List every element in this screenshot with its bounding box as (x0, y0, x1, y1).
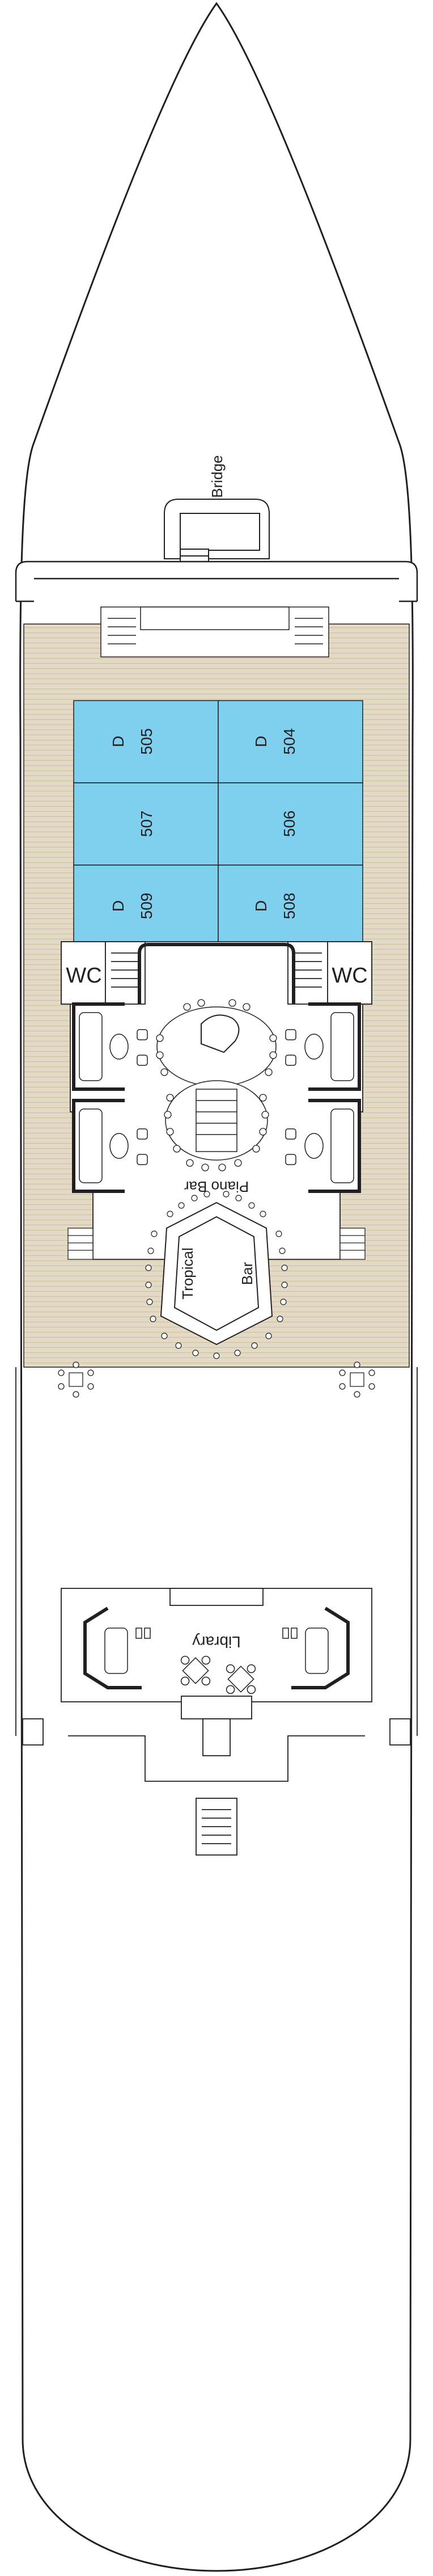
cabin-label: 508 (281, 893, 298, 920)
lounge-bold-outline (138, 943, 295, 1004)
cabin-504[interactable] (218, 700, 363, 783)
wc-label-left: WC (66, 964, 101, 988)
library-furniture (104, 1628, 329, 1694)
deck-tables (58, 1361, 375, 1398)
cabins (73, 700, 363, 948)
cabin-label: 506 (281, 811, 298, 837)
cabin-509[interactable] (73, 865, 219, 948)
cabin-label: D (109, 736, 127, 747)
lounge-sofas (79, 1012, 354, 1183)
wc-label-right: WC (332, 964, 367, 988)
bridge-wings (15, 560, 418, 602)
cabin-label: D (252, 900, 270, 912)
upper-stairs (100, 606, 329, 657)
cabin-506[interactable] (218, 782, 363, 866)
cabin-label: 504 (281, 728, 298, 755)
piano-area (156, 1006, 277, 1161)
cabin-507[interactable] (73, 782, 219, 866)
piano-bar-label: Piano Bar (184, 1178, 249, 1195)
library-label: Library (192, 1633, 241, 1651)
piano-icon (201, 1014, 240, 1053)
bar-label: Bar (239, 1262, 256, 1285)
tropical-label: Tropical (179, 1247, 196, 1300)
cabin-508[interactable] (218, 865, 363, 948)
side-stairs (67, 1228, 366, 1260)
cabin-labels: D 505 D 504 507 506 D 509 D 508 (109, 728, 298, 920)
aft-structure (15, 1367, 418, 1856)
cabin-505[interactable] (73, 700, 219, 783)
cabin-label: 507 (138, 811, 155, 837)
bridge-label: Bridge (209, 455, 226, 498)
cabin-label: D (252, 736, 270, 747)
bar-stools (156, 999, 277, 1171)
tropical-bar (160, 1201, 273, 1346)
tropical-bar-stools (145, 1191, 288, 1359)
cabin-label: D (109, 900, 127, 912)
cabin-label: 509 (138, 893, 155, 920)
cabin-label: 505 (138, 728, 155, 755)
